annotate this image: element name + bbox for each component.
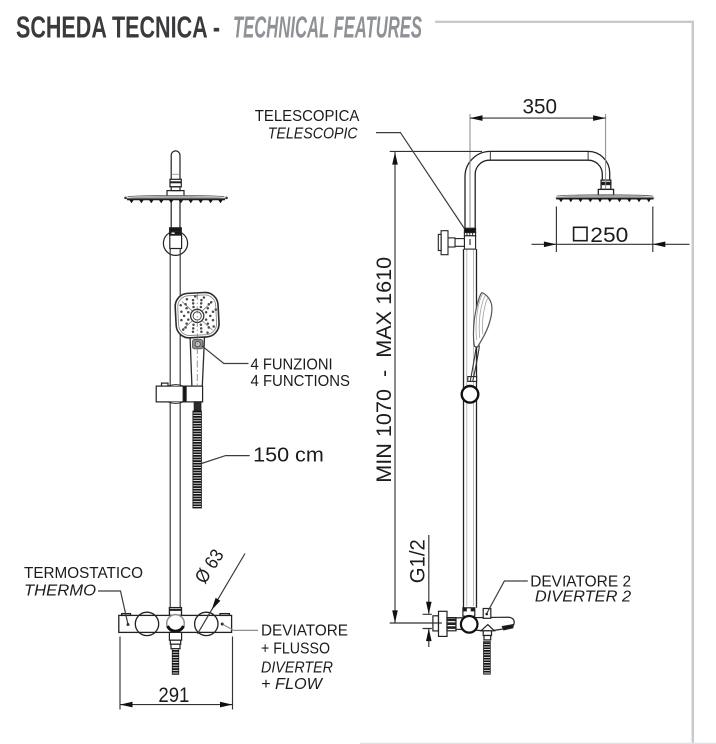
- svg-text:250: 250: [590, 224, 628, 247]
- svg-text:DEVIATORE 2: DEVIATORE 2: [530, 574, 631, 591]
- svg-text:TECHNICAL FEATURES: TECHNICAL FEATURES: [233, 11, 422, 45]
- svg-text:350: 350: [523, 96, 558, 119]
- svg-text:Ø 63: Ø 63: [191, 546, 228, 588]
- svg-text:4 FUNZIONI: 4 FUNZIONI: [251, 357, 333, 374]
- svg-text:G1/2: G1/2: [407, 539, 430, 583]
- svg-text:TERMOSTATICO: TERMOSTATICO: [24, 565, 143, 582]
- svg-text:TELESCOPIC: TELESCOPIC: [268, 126, 359, 143]
- svg-text:4 FUNCTIONS: 4 FUNCTIONS: [251, 373, 351, 390]
- svg-text:+ FLOW: + FLOW: [261, 676, 323, 693]
- svg-text:DIVERTER: DIVERTER: [261, 659, 333, 676]
- svg-text:SCHEDA TECNICA -: SCHEDA TECNICA -: [16, 11, 220, 45]
- svg-text:+ FLUSSO: + FLUSSO: [261, 640, 330, 657]
- svg-text:DEVIATORE: DEVIATORE: [261, 623, 348, 640]
- svg-text:291: 291: [158, 684, 189, 707]
- svg-text:TELESCOPICA: TELESCOPICA: [255, 108, 360, 125]
- svg-text:DIVERTER 2: DIVERTER 2: [535, 589, 632, 606]
- svg-text:MIN 1070 - MAX 1610: MIN 1070 - MAX 1610: [373, 257, 396, 483]
- svg-text:THERMO: THERMO: [24, 582, 96, 599]
- svg-text:150 cm: 150 cm: [253, 445, 324, 467]
